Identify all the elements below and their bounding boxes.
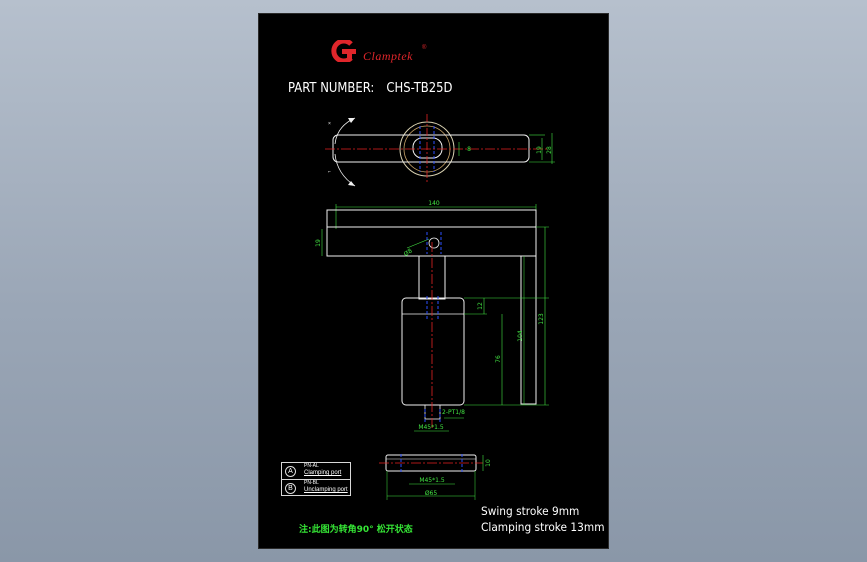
drawing-sheet: × ⌐ <box>258 13 609 549</box>
dim-text-bottom-dia: Ø65 <box>425 490 438 497</box>
dim-text-28: 28 <box>546 146 553 154</box>
legend-row-clamping: A PN-AL Clamping port <box>282 463 350 479</box>
leader-pin-hole <box>406 238 430 249</box>
top-view: × ⌐ <box>325 114 555 187</box>
dim-text-side-19: 19 <box>315 239 322 247</box>
clamping-stroke-text: Clamping stroke 13mm <box>481 520 605 534</box>
legend-label-a: Clamping port <box>304 470 342 476</box>
legend-label-b: Unclamping port <box>304 487 348 493</box>
rotation-arrow-up <box>334 117 356 145</box>
technical-drawing: × ⌐ <box>315 114 555 500</box>
dim-text-8: 8 <box>467 146 471 153</box>
brand-name: Clamptek <box>363 49 413 63</box>
rotation-mark-bottom: ⌐ <box>328 169 331 175</box>
dim-text-140: 140 <box>428 200 440 207</box>
brand-registered-mark: ® <box>422 45 427 51</box>
port-legend: A PN-AL Clamping port B PN-BL Unclamping… <box>281 462 351 496</box>
bottom-view <box>379 454 484 500</box>
legend-code-a: PN-AL <box>304 463 319 469</box>
arm-outline <box>332 134 530 163</box>
dim-text-76: 76 <box>495 355 502 363</box>
arm-slot <box>412 137 443 159</box>
port-stub <box>424 404 441 420</box>
rotation-note: 注:此图为转角90° 松开状态 <box>299 525 413 535</box>
arm-top-band <box>326 209 537 228</box>
rotation-arrow-down <box>334 153 356 187</box>
rotation-arrowhead-down <box>348 181 355 186</box>
rotation-arrowhead-up <box>348 118 355 123</box>
side-bar <box>520 255 537 405</box>
legend-code-b: PN-BL <box>304 480 319 486</box>
dim-text-19: 19 <box>536 146 543 154</box>
part-number-value: CHS-TB25D <box>386 80 453 96</box>
arm-body <box>326 226 537 257</box>
legend-symbol-a: A <box>285 466 296 477</box>
dim-text-pin-hole: Ø8 <box>403 247 414 258</box>
pin-hole <box>428 237 440 249</box>
dim-text-104: 104 <box>517 330 524 342</box>
legend-row-unclamping: B PN-BL Unclamping port <box>282 479 350 496</box>
rotation-mark-top: × <box>328 121 331 127</box>
clamptek-logo-icon <box>331 40 356 62</box>
front-view <box>321 204 549 432</box>
swing-stroke-text: Swing stroke 9mm <box>481 504 580 518</box>
dim-text-thread: M45*1.5 <box>418 424 444 431</box>
part-number: PART NUMBER: CHS-TB25D <box>288 80 452 96</box>
dim-text-port: 2-PT1/8 <box>442 409 465 416</box>
dim-text-123: 123 <box>538 313 545 325</box>
dim-text-12: 12 <box>477 302 484 310</box>
dim-text-10: 10 <box>485 459 492 467</box>
part-number-label: PART NUMBER: <box>288 80 375 96</box>
dim-text-bottom-thread: M45*1.5 <box>419 477 445 484</box>
legend-symbol-b: B <box>285 483 296 494</box>
